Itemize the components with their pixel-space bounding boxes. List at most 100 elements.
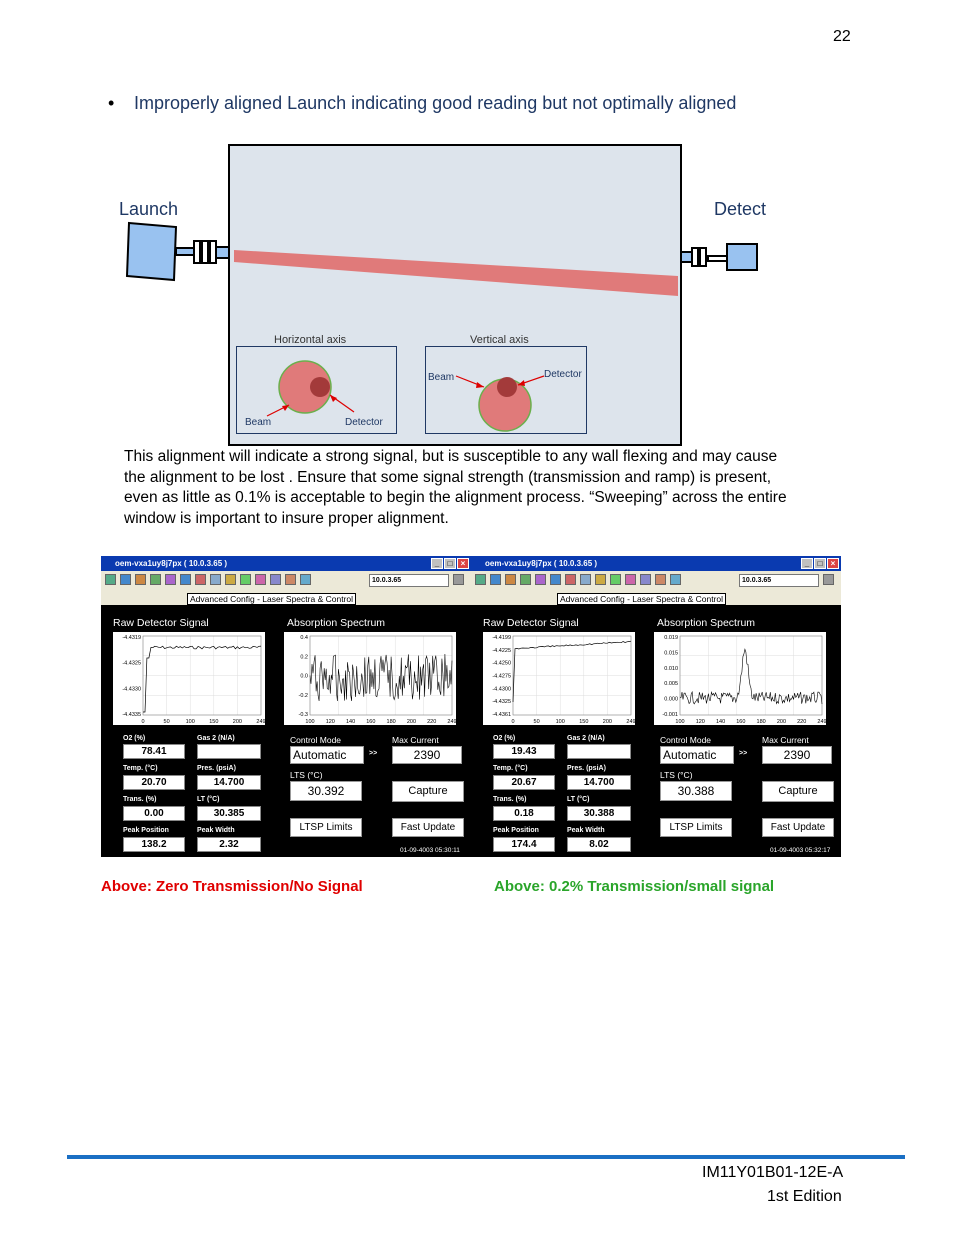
software-window-small-signal: oem-vxa1uy8j7px ( 10.0.3.65 ) _□× 10.0.3…: [471, 556, 841, 857]
minimize-icon[interactable]: _: [431, 558, 443, 569]
bullet-text: Improperly aligned Launch indicating goo…: [134, 93, 737, 113]
connect-icon[interactable]: [823, 574, 834, 585]
toolbar-tool-icon[interactable]: [300, 574, 311, 585]
caption-zero-transmission: Above: Zero Transmission/No Signal: [101, 878, 363, 895]
toolbar-tool-icon[interactable]: [195, 574, 206, 585]
toolbar-tool-icon[interactable]: [625, 574, 636, 585]
max-current-field[interactable]: 2390: [762, 746, 832, 764]
peak-position-label: Peak Position: [493, 827, 539, 834]
peak-width-label: Peak Width: [197, 827, 235, 834]
tick-label: -0.2: [299, 693, 308, 699]
lt-value: 30.388: [567, 806, 631, 821]
toolbar-tool-icon[interactable]: [520, 574, 531, 585]
o2-value: 19.43: [493, 744, 555, 759]
tick-label: 0.000: [664, 697, 678, 703]
ltsp-limits-button[interactable]: LTSP Limits: [660, 818, 732, 837]
toolbar-tool-icon[interactable]: [210, 574, 221, 585]
toolbar-tool-icon[interactable]: [640, 574, 651, 585]
absorption-title: Absorption Spectrum: [657, 617, 756, 629]
toolbar-tool-icon[interactable]: [610, 574, 621, 585]
arrow-label: >>: [739, 750, 748, 757]
tick-label: 0.010: [664, 666, 678, 672]
control-mode-label: Control Mode: [290, 735, 342, 745]
launch-detect-hardware: [125, 221, 758, 282]
tick-label: 100: [556, 719, 565, 725]
toolbar-tool-icon[interactable]: [595, 574, 606, 585]
beam-path: [234, 250, 678, 296]
peak-position-value: 174.4: [493, 837, 555, 852]
toolbar-tool-icon[interactable]: [165, 574, 176, 585]
toolbar-tool-icon[interactable]: [180, 574, 191, 585]
tick-label: 200: [407, 719, 416, 725]
address-field[interactable]: 10.0.3.65: [369, 574, 449, 587]
detect-unit-icon: [726, 243, 758, 271]
close-icon[interactable]: ×: [827, 558, 839, 569]
maximize-icon[interactable]: □: [444, 558, 456, 569]
trans-label: Trans. (%): [123, 796, 157, 803]
footer-doc-number: IM11Y01B01-12E-A: [702, 1164, 844, 1181]
temp-value: 20.70: [123, 775, 185, 790]
beam-label: Beam: [428, 372, 455, 383]
toolbar-tool-icon[interactable]: [105, 574, 116, 585]
toolbar-tool-icon[interactable]: [120, 574, 131, 585]
toolbar-tool-icon[interactable]: [225, 574, 236, 585]
absorption-trace: [309, 653, 453, 702]
footer-edition: 1st Edition: [767, 1188, 842, 1205]
lts-label: LTS (°C): [660, 770, 693, 780]
fast-update-button[interactable]: Fast Update: [392, 818, 464, 837]
tick-label: 160: [366, 719, 375, 725]
launch-label: Launch: [119, 199, 179, 219]
peak-width-value: 8.02: [567, 837, 631, 852]
tick-label: 220: [797, 719, 806, 725]
pres-label: Pres. (psiA): [567, 765, 606, 772]
toolbar-tool-icon[interactable]: [550, 574, 561, 585]
toolbar-tool-icon[interactable]: [255, 574, 266, 585]
timestamp: 01-09-4003 05:32:17: [770, 847, 831, 854]
toolbar-tool-icon[interactable]: [580, 574, 591, 585]
window-title: oem-vxa1uy8j7px ( 10.0.3.65 ): [485, 559, 598, 568]
gas2-label: Gas 2 (N/A): [567, 735, 605, 742]
connect-icon[interactable]: [453, 574, 464, 585]
lt-value: 30.385: [197, 806, 261, 821]
capture-button[interactable]: Capture: [392, 781, 464, 802]
toolbar-tool-icon[interactable]: [270, 574, 281, 585]
beam-label: Beam: [245, 417, 272, 428]
max-current-field[interactable]: 2390: [392, 746, 462, 764]
tab-advanced-config[interactable]: Advanced Config - Laser Spectra & Contro…: [187, 593, 357, 605]
toolbar-tool-icon[interactable]: [285, 574, 296, 585]
toolbar-tool-icon[interactable]: [490, 574, 501, 585]
tick-label: 50: [164, 719, 170, 725]
toolbar-tool-icon[interactable]: [240, 574, 251, 585]
tick-label: 140: [716, 719, 725, 725]
tick-label: -4.4325: [122, 661, 141, 667]
address-field[interactable]: 10.0.3.65: [739, 574, 819, 587]
toolbar-tool-icon[interactable]: [655, 574, 666, 585]
lts-value: 30.388: [660, 781, 732, 801]
plot-frame: [679, 635, 823, 716]
control-mode-select[interactable]: Automatic: [660, 746, 734, 764]
fast-update-button[interactable]: Fast Update: [762, 818, 834, 837]
toolbar-tool-icon[interactable]: [565, 574, 576, 585]
detector-label: Detector: [345, 417, 383, 428]
trans-value: 0.18: [493, 806, 555, 821]
close-icon[interactable]: ×: [457, 558, 469, 569]
minimize-icon[interactable]: _: [801, 558, 813, 569]
tick-label: 120: [326, 719, 335, 725]
maximize-icon[interactable]: □: [814, 558, 826, 569]
tab-advanced-config[interactable]: Advanced Config - Laser Spectra & Contro…: [557, 593, 727, 605]
control-pane: Raw Detector Signal Absorption Spectrum …: [103, 605, 469, 855]
toolbar-tool-icon[interactable]: [150, 574, 161, 585]
toolbar-tool-icon[interactable]: [505, 574, 516, 585]
toolbar-tool-icon[interactable]: [535, 574, 546, 585]
control-mode-select[interactable]: Automatic: [290, 746, 364, 764]
toolbar-tool-icon[interactable]: [475, 574, 486, 585]
tick-label: 160: [736, 719, 745, 725]
tick-label: 150: [579, 719, 588, 725]
vertical-axis-box: Beam Detector: [425, 346, 587, 434]
ltsp-limits-button[interactable]: LTSP Limits: [290, 818, 362, 837]
toolbar-tool-icon[interactable]: [670, 574, 681, 585]
absorption-trace: [679, 648, 823, 705]
tick-label: 0.015: [664, 650, 678, 656]
capture-button[interactable]: Capture: [762, 781, 834, 802]
toolbar-tool-icon[interactable]: [135, 574, 146, 585]
